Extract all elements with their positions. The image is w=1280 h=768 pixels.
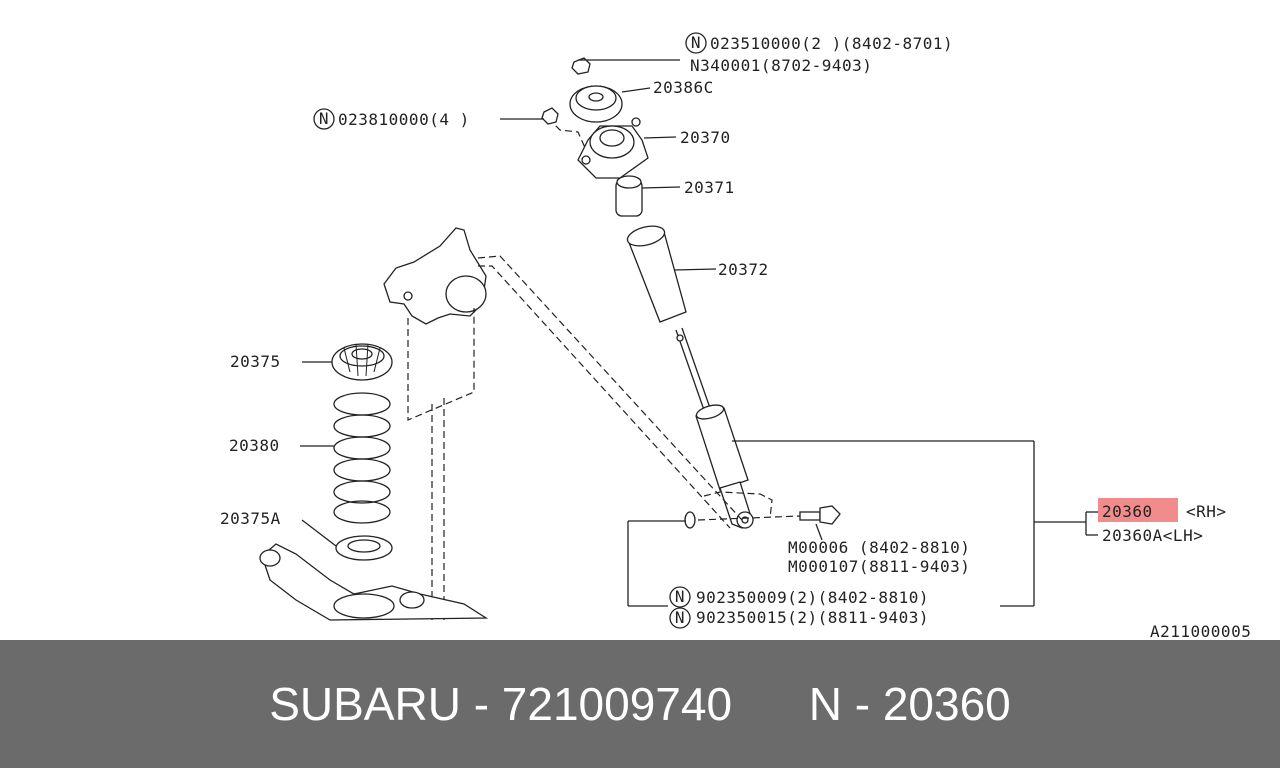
n-marker-3: N [669,586,691,608]
n-marker-2: N [313,108,335,130]
label-023510000: 023510000(2 )(8402-8701) [710,34,953,53]
label-20372: 20372 [718,260,769,279]
nut-left [500,107,559,125]
parts-diagram: N N N N 023510000(2 )(8402-8701) N340001… [220,32,1251,640]
label-20360-side: <RH> [1186,502,1227,521]
n-marker-1: N [685,32,707,54]
knuckle-bracket [383,227,743,620]
coil-spring-20380 [300,392,391,524]
svg-text:N: N [319,109,329,128]
label-N340001: N340001(8702-9403) [690,56,872,75]
lower-bolt [627,491,841,607]
svg-text:N: N [691,33,701,52]
label-20380: 20380 [229,436,280,455]
label-M000107: M000107(8811-9403) [788,557,970,576]
spring-seat-20375 [302,343,393,381]
label-20386C: 20386C [653,78,714,97]
n-marker-4: N [669,607,691,629]
label-20370: 20370 [680,128,731,147]
label-20360: 20360 [1102,502,1153,521]
footer-bar: SUBARU - 721009740 N - 20360 [0,640,1280,768]
lower-arm [259,543,489,621]
label-023810000: 023810000(4 ) [338,110,470,129]
label-M00006: M00006 (8402-8810) [788,538,970,557]
label-20375A: 20375A [220,509,281,528]
label-20371: 20371 [684,178,735,197]
part-highlight [1098,498,1178,522]
diagram-code: A211000005 [1150,622,1251,640]
label-902350015: 902350015(2)(8811-9403) [696,608,929,627]
svg-text:N: N [675,587,685,606]
footer-part-number: N - 20360 [808,678,1011,730]
svg-text:N: N [675,608,685,627]
lower-seat-20375A [301,519,393,561]
boot-20372 [626,225,717,323]
label-20375: 20375 [230,352,281,371]
washer-20386C [569,85,651,123]
bumpstop-20371 [615,175,681,217]
footer-brand-part: SUBARU - 721009740 [269,678,733,730]
shock-absorber-20360 [675,327,1098,607]
label-902350009: 902350009(2)(8402-8810) [696,588,929,607]
mount-20370 [547,117,677,179]
label-20360A: 20360A<LH> [1102,526,1203,545]
nut-top [571,57,680,75]
footer-spacer [732,677,809,731]
